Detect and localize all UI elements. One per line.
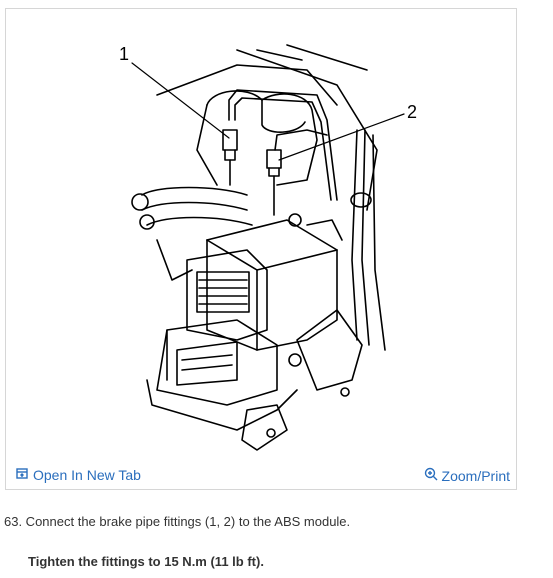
figure-toolbar: Open In New Tab Zoom/Print <box>6 463 516 489</box>
zoom-in-icon <box>424 467 442 484</box>
callout-2: 2 <box>407 102 417 122</box>
zoom-print-label: Zoom/Print <box>441 467 510 484</box>
callout-1: 1 <box>119 44 129 64</box>
open-in-new-tab-label: Open In New Tab <box>33 467 141 483</box>
torque-spec: Tighten the fittings to 15 N.m (11 lb ft… <box>28 554 264 569</box>
open-in-new-tab-icon <box>16 467 33 483</box>
step-instruction: 63. Connect the brake pipe fittings (1, … <box>4 514 351 529</box>
figure-card: 1 2 Open In New Tab Zoom/Print <box>5 8 517 490</box>
open-in-new-tab-link[interactable]: Open In New Tab <box>16 467 141 483</box>
zoom-print-link[interactable]: Zoom/Print <box>424 467 510 484</box>
abs-module-illustration: 1 2 <box>119 44 417 451</box>
